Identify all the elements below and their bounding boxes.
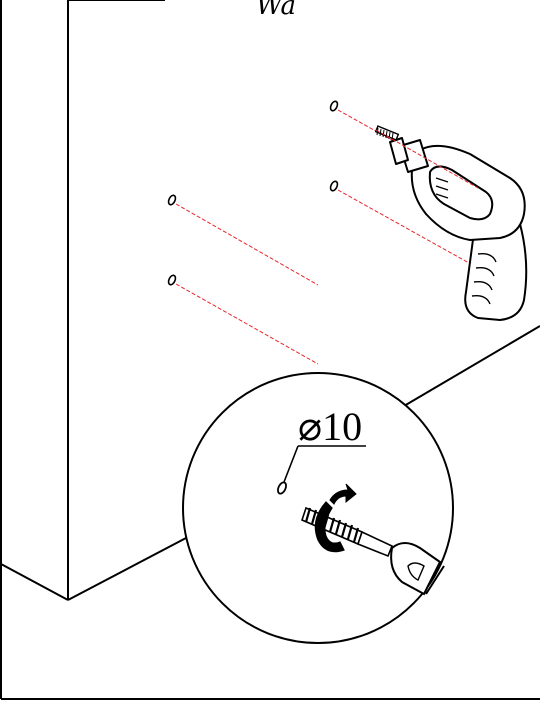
guide-line-bottom-right [337, 189, 479, 269]
drill-axis-guide [375, 129, 479, 189]
detail-magnifier [182, 372, 454, 644]
drill-side-panel [428, 165, 494, 221]
guide-line-bottom-left [175, 283, 319, 365]
drill-hole-icon [329, 180, 339, 192]
drill-bit-shank [357, 530, 394, 558]
dimension-callout [283, 445, 366, 483]
drill-hole-icon [277, 481, 287, 495]
drill-holes [167, 100, 339, 286]
floor-right-line [67, 537, 187, 601]
floor-far-line [403, 325, 540, 407]
guide-line-top-left [175, 203, 319, 286]
hole-diameter-label: ⌀10 [298, 404, 362, 449]
drill-bit-icon [374, 125, 400, 141]
drill-chuck [399, 139, 429, 173]
drill-hole-icon [167, 274, 177, 286]
drill-chuck [390, 542, 442, 596]
drill-hole-icon [329, 100, 339, 112]
wall-label: Wa [256, 0, 296, 21]
drill-hole-icon [167, 194, 177, 206]
drill-chuck-tip [389, 137, 409, 165]
power-drill-icon [389, 137, 528, 321]
dimension-leader [283, 445, 299, 483]
rotation-arrow-icon [314, 483, 357, 553]
floor-left-line [0, 563, 69, 601]
